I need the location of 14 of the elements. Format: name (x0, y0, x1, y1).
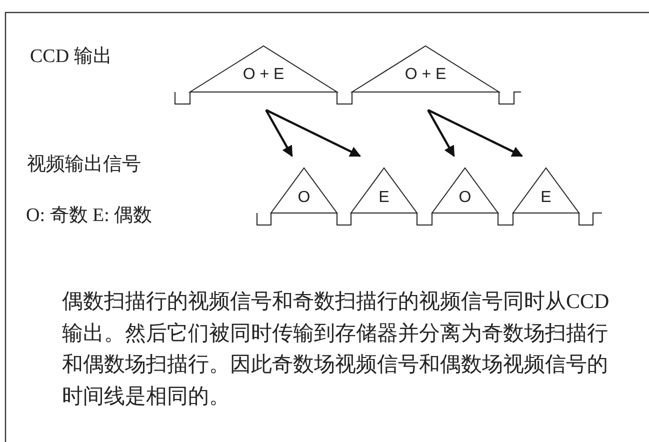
arrow (428, 109, 523, 157)
arrow (265, 109, 293, 157)
legend-note: O: 奇数 E: 偶数 (26, 205, 152, 227)
pulse-label: O + E (404, 66, 448, 84)
pulse-label: O + E (242, 66, 286, 84)
row-label: CCD 输出 (30, 46, 112, 68)
row-label: 视频输出信号 (27, 154, 141, 176)
pulse-label: O (296, 189, 312, 207)
arrow (427, 109, 455, 157)
pulse-label: E (378, 189, 390, 207)
description-paragraph: 偶数扫描行的视频信号和奇数扫描行的视频信号同时从CCD输出。然后它们被同时传输到存储器并分离为奇数场扫描行和偶数场扫描行。因此奇数场视频信号和偶数场视频信号的时间线是相同的。 (62, 288, 610, 410)
pulse-label: O (458, 189, 472, 207)
arrow (266, 109, 361, 157)
pulse-label: E (540, 189, 552, 207)
